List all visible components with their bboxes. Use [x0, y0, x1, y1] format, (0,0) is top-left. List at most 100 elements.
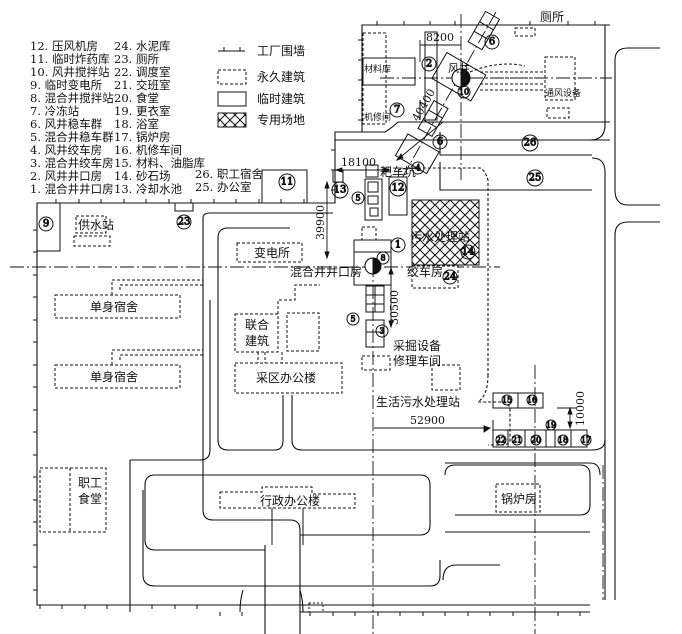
- marker-2: 2: [421, 56, 437, 72]
- marker-25: 25: [526, 169, 544, 187]
- dimension-52900: 52900: [410, 414, 445, 427]
- legend-list-col3: 26. 职工宿舍 25. 办公室: [195, 168, 263, 194]
- joint-building: [234, 313, 279, 353]
- label-air-shaft: 风井: [448, 61, 470, 75]
- marker-12: 12: [389, 179, 407, 197]
- marker-19: 19: [545, 419, 557, 431]
- legend-permanent-label: 永久建筑: [257, 69, 305, 84]
- label-staff-canteen-1: 职工: [78, 476, 102, 490]
- legend-item: 19. 更衣室: [114, 104, 171, 118]
- svg-text:6: 6: [437, 137, 443, 148]
- label-rake-pit: 耙车坑: [380, 164, 416, 179]
- label-substation: 变电所: [254, 245, 290, 260]
- label-joint-building-2: 建筑: [245, 333, 269, 348]
- svg-text:8: 8: [380, 254, 385, 263]
- building-23: [174, 202, 194, 212]
- svg-text:1: 1: [395, 240, 401, 251]
- label-single-dorm-2: 单身宿舍: [90, 369, 138, 384]
- mining-office: [234, 362, 343, 394]
- svg-text:13: 13: [334, 185, 347, 196]
- mixed-shaft-group: [332, 164, 408, 371]
- label-mining-repair-2: 修理车间: [393, 353, 441, 368]
- legend-item: 25. 办公室: [195, 180, 252, 194]
- legend-item: 15. 材料、油脂库: [114, 156, 205, 170]
- building-11: [261, 169, 308, 204]
- marker-10: 10: [457, 85, 471, 99]
- legend-item: 18. 浴室: [114, 117, 159, 131]
- legend-item: 16. 机修车间: [114, 143, 182, 157]
- legend-item: 7. 冷冻站: [30, 104, 80, 118]
- svg-text:9: 9: [43, 219, 49, 230]
- marker-5a: 5: [351, 191, 365, 205]
- dimension-10000: 10000: [574, 391, 587, 426]
- svg-text:18: 18: [558, 436, 568, 445]
- legend-item: 10. 风井搅拌站: [30, 65, 110, 79]
- marker-14: 14: [460, 244, 476, 260]
- legend-item: 17. 锅炉房: [114, 130, 171, 144]
- legend-item: 24. 水泥库: [114, 39, 171, 53]
- legend-item: 6. 风井稳车群: [30, 117, 103, 131]
- marker-5b: 5: [346, 312, 360, 326]
- label-materials-depot: 材料库: [364, 63, 391, 75]
- legend-item: 3. 混合井绞车房: [30, 156, 114, 170]
- air-shaft-group: [394, 10, 501, 175]
- dimension-8200: 8200: [426, 31, 454, 44]
- materials-repair-block: [362, 32, 387, 125]
- numbered-markers: 1 2 3 4 5 5 6 6 7 8 9 10 11 12 13 14 15 …: [38, 34, 592, 446]
- marker-24b: 24: [442, 269, 458, 285]
- legend-wall-label: 工厂围墙: [257, 44, 305, 58]
- inclined-axis: [401, 11, 497, 179]
- label-machine-repair: 机修间: [364, 111, 391, 123]
- left-buildings: [36, 169, 356, 613]
- marker-15: 15: [501, 394, 513, 406]
- legend-item: 13. 冷却水池: [114, 182, 182, 196]
- legend-item: 20. 食堂: [114, 91, 159, 105]
- svg-text:5: 5: [355, 194, 360, 203]
- marker-6b: 6: [432, 134, 448, 150]
- marker-9: 9: [38, 216, 54, 232]
- legend-permanent-symbol: [217, 69, 247, 85]
- svg-text:6: 6: [489, 37, 495, 48]
- legend-item: 14. 砂石场: [114, 169, 171, 183]
- label-staff-canteen-2: 食堂: [78, 491, 102, 506]
- marker-23: 23: [176, 214, 192, 230]
- svg-text:14: 14: [462, 247, 475, 258]
- svg-text:7: 7: [394, 105, 400, 116]
- marker-7: 7: [389, 102, 405, 118]
- legend-special-symbol: [217, 112, 247, 128]
- label-boiler-house: 锅炉房: [501, 491, 537, 506]
- marker-11: 11: [278, 173, 296, 191]
- label-sewage-hatched: 污水处理站: [410, 230, 470, 244]
- label-admin-building: 行政办公楼: [260, 493, 320, 508]
- legend-item: 4. 风井绞车房: [30, 143, 103, 157]
- marker-21: 21: [511, 434, 523, 446]
- legend-list-col2: 24. 水泥库 23. 厕所 22. 调度室 21. 交班室 20. 食堂 19…: [114, 40, 205, 196]
- marker-26: 26: [521, 134, 539, 152]
- marker-22: 22: [495, 434, 507, 446]
- legend-item: 12. 压风机房: [30, 39, 98, 53]
- dimension-lines: [324, 40, 577, 433]
- label-single-dorm-1: 单身宿舍: [90, 299, 138, 314]
- marker-16: 16: [526, 394, 538, 406]
- legend-wall-symbol: [218, 47, 245, 52]
- label-mixed-shaft-house: 混合井井口房: [290, 264, 362, 279]
- legend-item: 2. 风井井口房: [30, 169, 103, 183]
- legend-item: 23. 厕所: [114, 52, 159, 66]
- marker-17: 17: [580, 434, 592, 446]
- label-winch-house: 绞车房: [407, 264, 443, 279]
- water-supply-station: [75, 215, 107, 234]
- legend-item: 11. 临时炸药库: [30, 52, 110, 66]
- top-buildings: [362, 27, 576, 125]
- svg-text:21: 21: [512, 436, 522, 445]
- label-toilet: 厕所: [540, 10, 564, 24]
- label-water-supply: 供水站: [78, 218, 114, 232]
- legend-item: 22. 调度室: [114, 65, 171, 79]
- svg-text:20: 20: [531, 436, 541, 445]
- svg-text:5: 5: [350, 315, 355, 324]
- legend-item: 8. 混合井搅拌站: [30, 91, 114, 105]
- svg-text:3: 3: [379, 327, 384, 336]
- label-domestic-sewage: 生活污水处理站: [376, 395, 460, 409]
- svg-text:16: 16: [527, 396, 537, 405]
- boiler-house: [495, 483, 541, 513]
- special-site-hatched: [411, 199, 480, 266]
